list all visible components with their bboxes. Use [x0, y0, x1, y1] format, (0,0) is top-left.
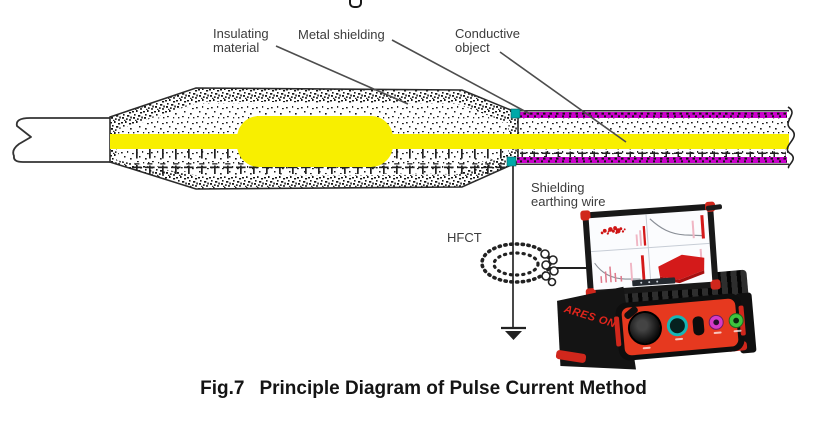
cable-left-section [12, 117, 110, 163]
figure-number: Fig.7 [200, 378, 245, 399]
figure-caption: Fig.7 Principle Diagram of Pulse Current … [0, 378, 829, 400]
magenta-button [708, 313, 725, 330]
label-insulating-line1: Insulating [213, 26, 269, 41]
label-earthing-line2: earthing wire [531, 194, 606, 209]
label-hfct: HFCT [447, 231, 482, 245]
label-conductive-line1: Conductive [455, 26, 521, 41]
label-metal-shielding-text: Metal shielding [298, 27, 385, 42]
usb-connector-group [692, 315, 705, 336]
hfct-coil-icon [480, 242, 559, 287]
label-hfct-text: HFCT [447, 230, 482, 245]
green-button-group [727, 311, 745, 332]
panel-face [621, 298, 745, 356]
label-insulating-line2: material [213, 40, 260, 55]
pd-scatter-chart [589, 214, 648, 251]
pd-bar-chart [591, 248, 651, 290]
label-metal-shielding: Metal shielding [298, 28, 385, 42]
device-tablet [580, 201, 721, 299]
label-earthing-line1: Shielding [531, 180, 585, 195]
magenta-button-group [708, 313, 725, 334]
label-conductive-object: Conductive object [455, 27, 520, 55]
power-knob-group [623, 305, 664, 351]
signal-connector-teal [665, 313, 689, 337]
shield-termination-points [506, 108, 521, 167]
leader-lines [275, 39, 627, 143]
power-knob [623, 305, 664, 347]
tablet-screen [588, 209, 713, 291]
figure-title: Principle Diagram of Pulse Current Metho… [259, 378, 647, 399]
signal-connector-group [665, 313, 689, 341]
ground-symbol-icon [501, 326, 526, 340]
connector-label [642, 346, 651, 350]
connector-label [713, 330, 722, 334]
edge-artifact-mark [349, 0, 362, 8]
usb-connector [692, 315, 705, 336]
device-front-panel [613, 292, 746, 362]
label-insulating-material: Insulating material [213, 27, 269, 55]
connector-label [674, 337, 683, 341]
label-conductive-line2: object [455, 40, 490, 55]
cable-break-right [786, 106, 795, 169]
knob-lever [623, 305, 640, 321]
label-shielding-earthing-wire: Shielding earthing wire [531, 181, 605, 209]
green-button [727, 311, 745, 329]
metal-shielding-band [515, 110, 789, 165]
pd-trend-chart [647, 210, 710, 247]
